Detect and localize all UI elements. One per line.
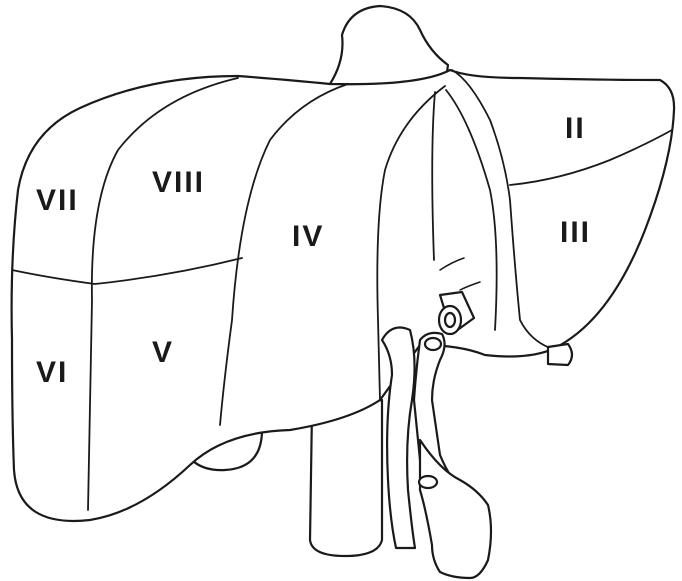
segment-label-iii: III [560, 216, 591, 249]
segment-label-vi: VI [36, 356, 68, 389]
segment-label-iv: IV [292, 220, 324, 253]
segment-label-viii: VIII [152, 166, 205, 199]
round-ligament-stub [548, 344, 572, 365]
segment-label-ii: II [565, 112, 586, 145]
portal-vein-trunk [420, 440, 491, 578]
segment-label-v: V [152, 336, 174, 369]
suprahepatic-vena-cava [330, 6, 448, 86]
portal-vein-lumen [445, 313, 455, 327]
portal-vein-side-opening [419, 476, 437, 488]
hepatic-artery-opening [425, 338, 441, 350]
segment-label-vii: VII [36, 184, 79, 217]
